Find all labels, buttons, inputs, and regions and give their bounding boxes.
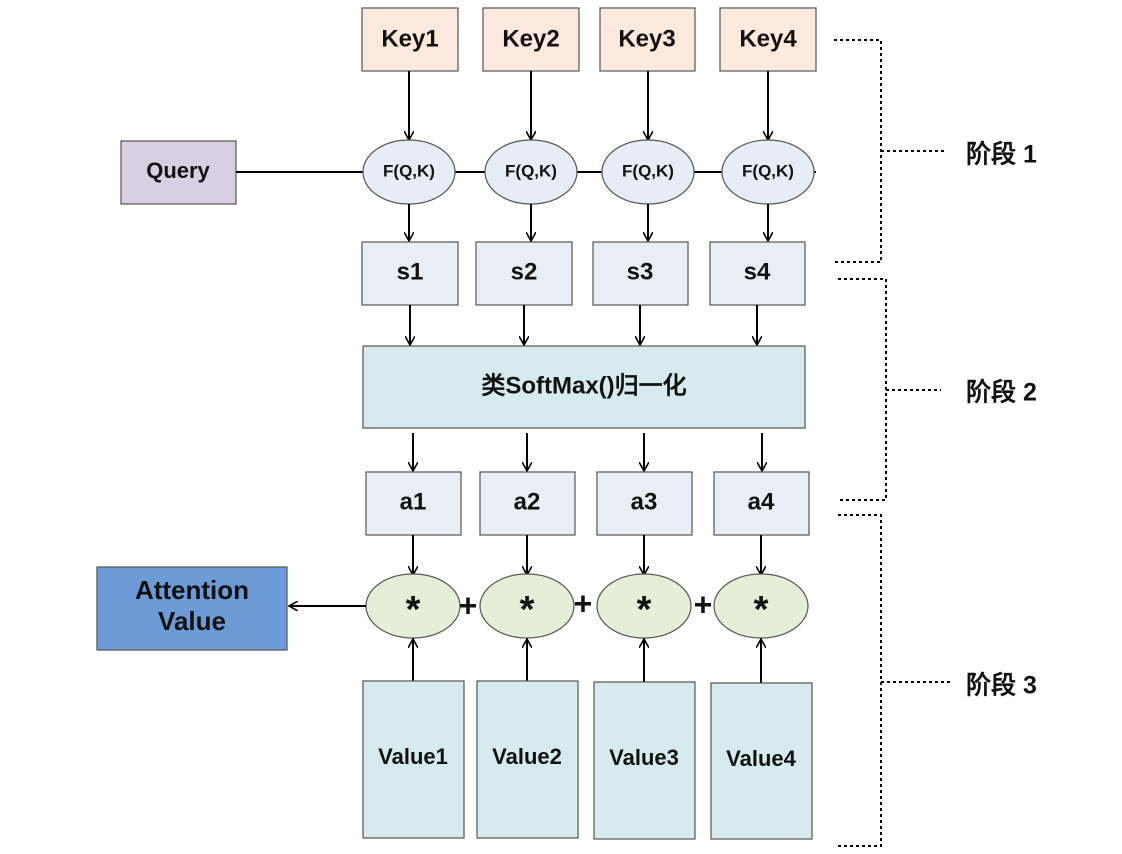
weight-box: a2 (479, 471, 576, 536)
score-box: s2 (475, 241, 573, 306)
function-to-score-arrows (409, 204, 768, 240)
weight-box: a4 (713, 471, 810, 536)
multiply-node: * (713, 573, 809, 639)
score-function-label: F(Q,K) (383, 161, 435, 180)
value-label: Value4 (726, 746, 796, 771)
weight-label: a3 (631, 488, 658, 515)
plus-signs: + + + (459, 585, 713, 623)
stage-brackets (834, 39, 951, 847)
key-label: Key2 (502, 25, 559, 52)
key-box: Key2 (482, 7, 580, 72)
score-function-node: F(Q,K) (601, 139, 695, 205)
plus-sign: + (574, 585, 593, 621)
plus-sign: + (694, 586, 713, 622)
score-label: s4 (744, 258, 771, 285)
multiply-symbol: * (637, 589, 652, 631)
query-box: Query (120, 140, 237, 205)
score-box: s1 (361, 241, 459, 306)
weight-to-multiply-arrows (413, 535, 761, 574)
score-function-node: F(Q,K) (362, 139, 456, 205)
value-box: Value4 (710, 682, 813, 840)
score-function-node: F(Q,K) (484, 139, 578, 205)
value-box: Value3 (593, 681, 696, 840)
key-label: Key1 (381, 25, 438, 52)
key-box: Key1 (361, 7, 459, 72)
score-to-softmax-arrows (410, 305, 757, 344)
stage-labels: 阶段 1 阶段 2 阶段 3 (966, 140, 1037, 700)
score-function-label: F(Q,K) (622, 161, 674, 180)
score-box: s3 (592, 241, 689, 306)
value-to-multiply-arrows (413, 640, 761, 683)
stage-1-bracket (834, 39, 945, 263)
multiply-node: * (365, 573, 461, 639)
value-box: Value1 (362, 680, 465, 839)
multiply-symbol: * (406, 589, 421, 631)
stage-3-label: 阶段 3 (966, 671, 1037, 700)
stage-1-label: 阶段 1 (966, 140, 1037, 169)
stage-3-bracket (836, 514, 951, 847)
score-function-node: F(Q,K) (721, 139, 815, 205)
key-box: Key3 (599, 7, 696, 72)
query-label: Query (146, 158, 210, 183)
score-row: s1 s2 s3 s4 (361, 241, 806, 306)
weight-row: a1 a2 a3 a4 (365, 471, 810, 536)
value-box: Value2 (476, 680, 579, 839)
key-label: Key3 (618, 25, 675, 52)
weight-label: a2 (514, 488, 541, 515)
attention-value-line2: Value (158, 606, 226, 636)
value-label: Value1 (378, 744, 448, 769)
stage-2-label: 阶段 2 (966, 378, 1037, 407)
score-label: s1 (397, 258, 424, 285)
score-label: s2 (511, 258, 538, 285)
weight-box: a1 (365, 471, 462, 536)
value-label: Value2 (492, 744, 562, 769)
multiply-symbol: * (754, 589, 769, 631)
softmax-box: 类SoftMax()归一化 (362, 345, 806, 429)
key-label: Key4 (739, 25, 797, 52)
attention-value-line1: Attention (135, 575, 249, 605)
multiply-symbol: * (520, 589, 535, 631)
attention-value-box: Attention Value (96, 566, 288, 651)
softmax-label: 类SoftMax()归一化 (481, 371, 686, 399)
weight-box: a3 (596, 471, 693, 536)
multiply-node: * (596, 573, 692, 639)
weight-label: a4 (748, 488, 775, 515)
multiply-node: * (479, 573, 575, 639)
value-label: Value3 (609, 745, 679, 770)
value-row: Value1 Value2 Value3 Value4 (362, 680, 813, 840)
score-function-label: F(Q,K) (505, 161, 557, 180)
softmax-to-weight-arrows (413, 433, 762, 470)
plus-sign: + (459, 587, 478, 623)
score-label: s3 (627, 258, 654, 285)
weight-label: a1 (400, 488, 427, 515)
score-function-label: F(Q,K) (742, 161, 794, 180)
key-row: Key1 Key2 Key3 Key4 (361, 7, 817, 72)
key-box: Key4 (719, 7, 817, 72)
score-box: s4 (709, 241, 806, 306)
key-to-function-arrows (409, 71, 768, 139)
stage-2-bracket (838, 278, 941, 501)
